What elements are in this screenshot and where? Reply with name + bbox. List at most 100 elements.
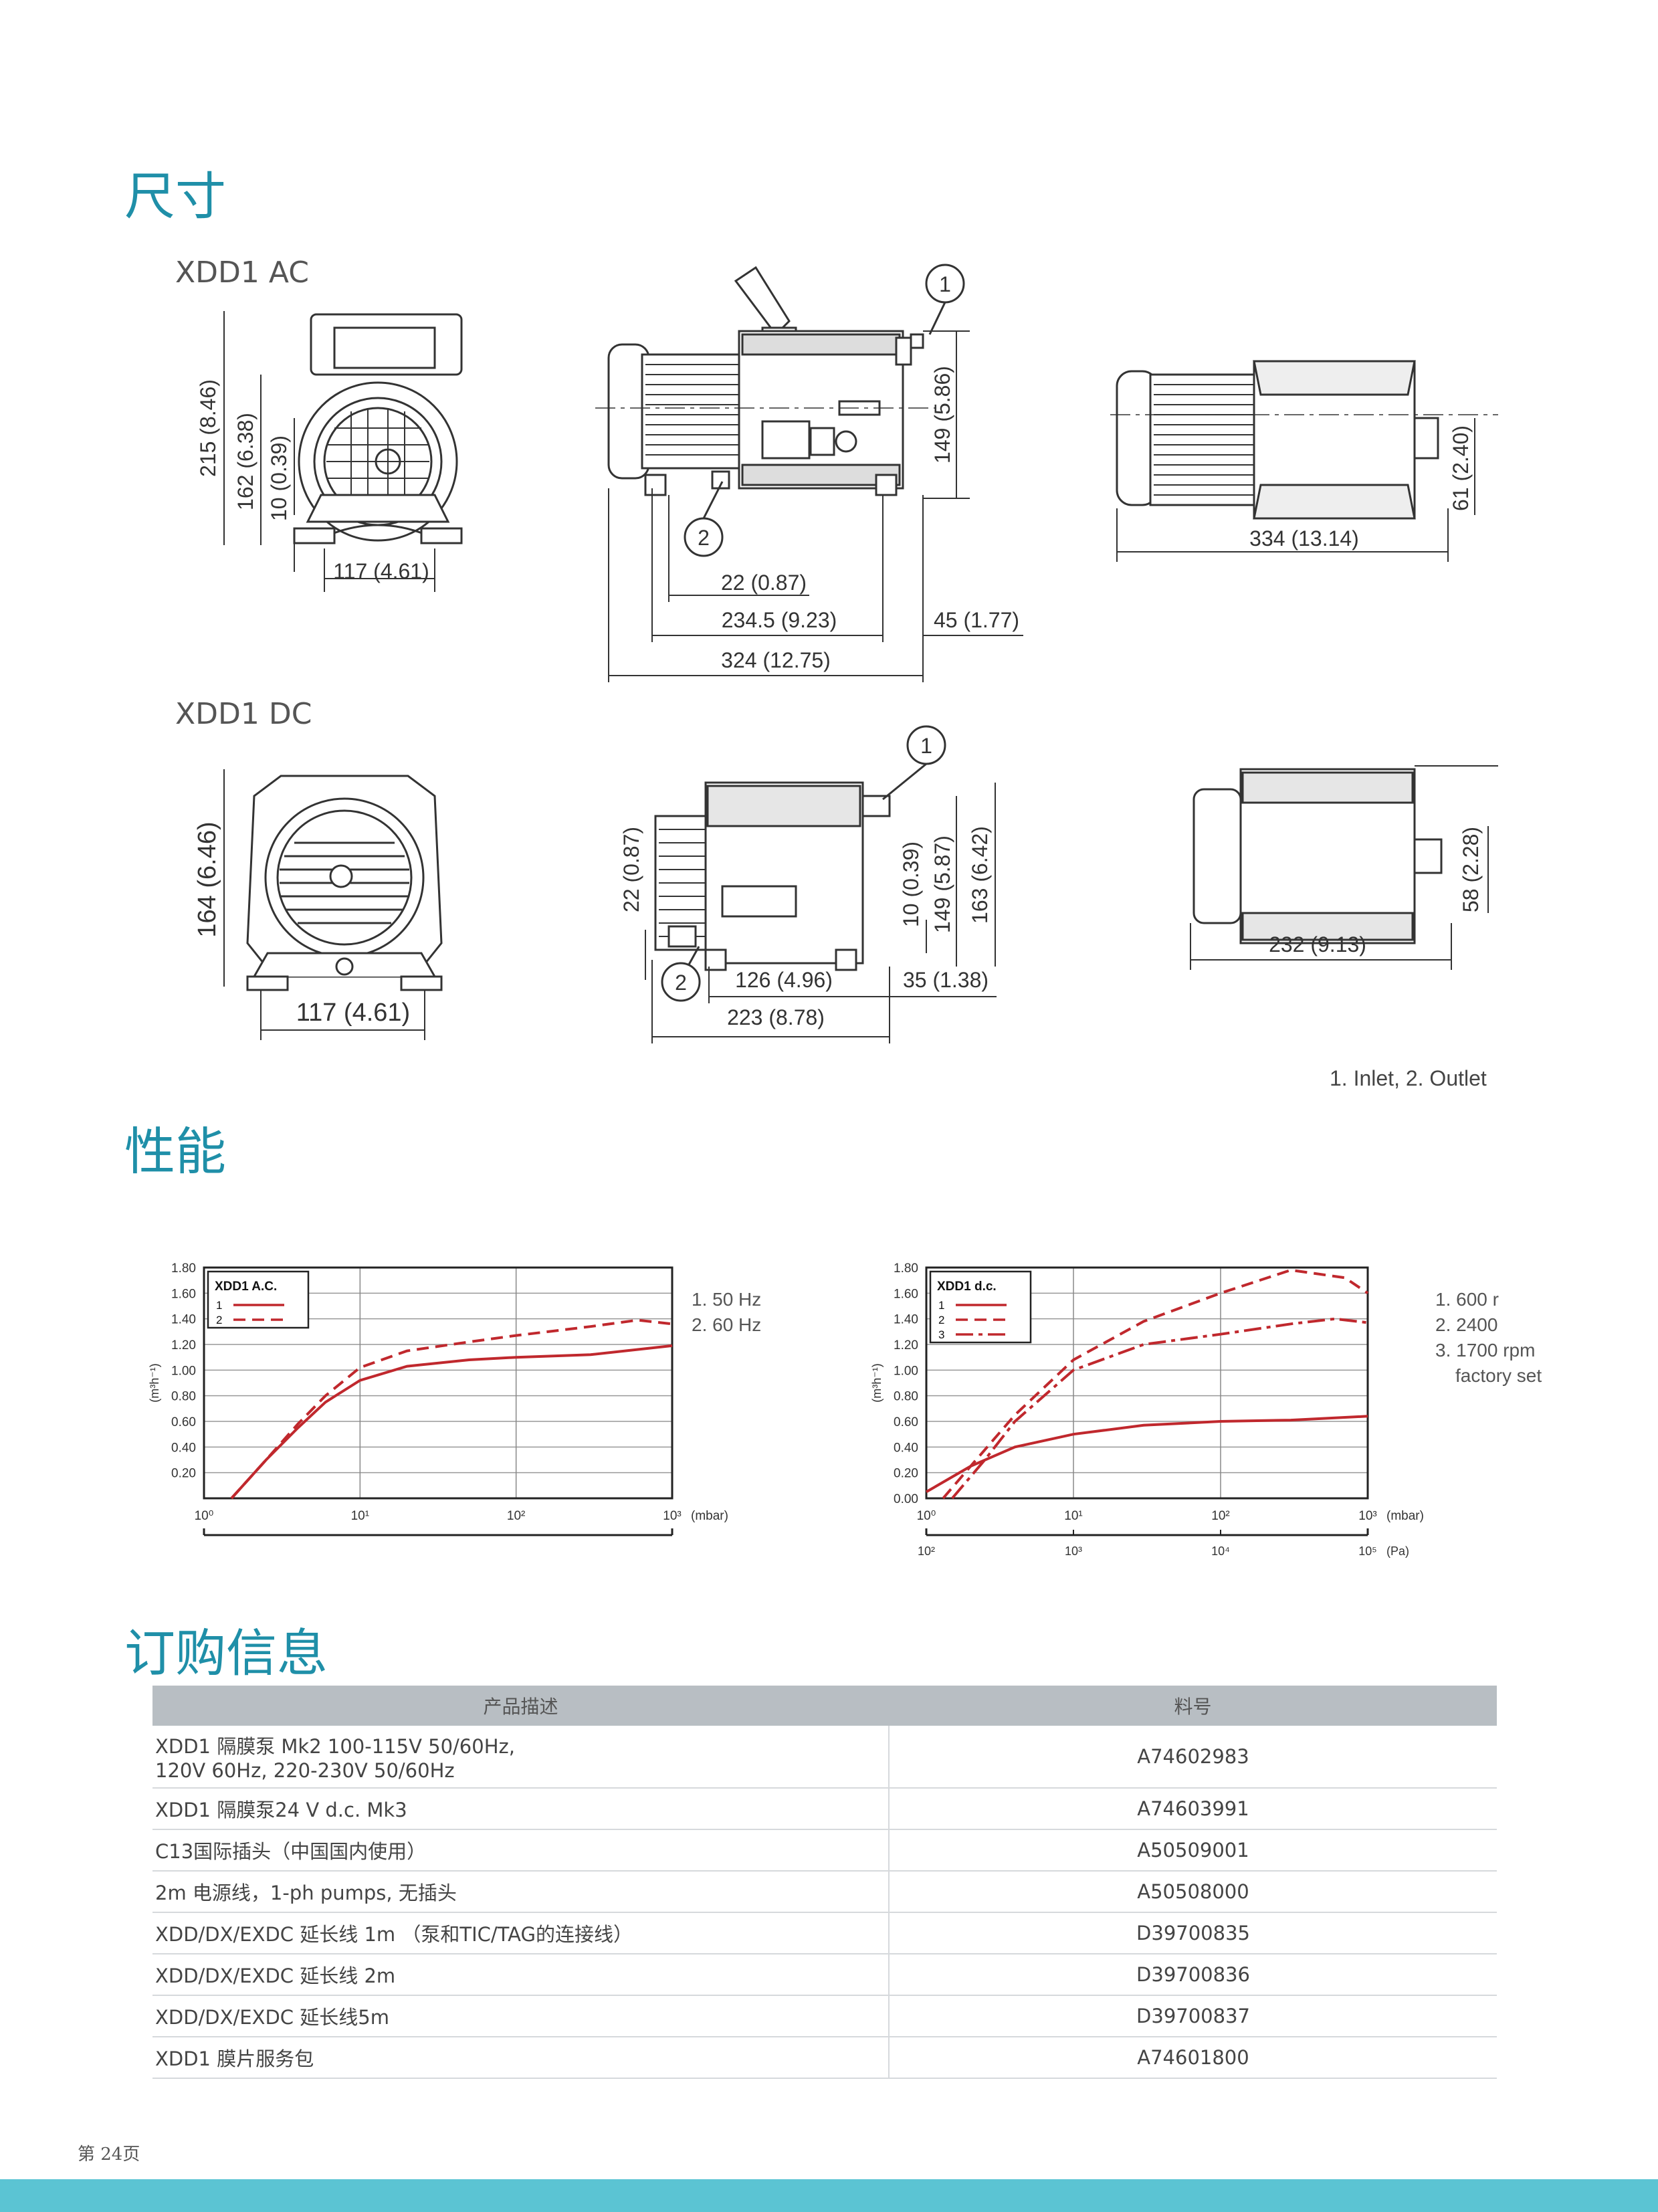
ac-note-2: 2. 60 Hz	[692, 1314, 762, 1335]
row-part-number: D39700837	[889, 1995, 1497, 2037]
plot-frame	[203, 1266, 673, 1500]
row-description: XDD1 膜片服务包	[152, 2037, 890, 2079]
y-tick-label: 1.40	[894, 1313, 918, 1327]
ac-side-d4: 324 (12.75)	[721, 648, 831, 672]
dc-note-3: 3. 1700 rpm	[1435, 1340, 1536, 1361]
secondary-x-tick-label: 10⁵	[1358, 1544, 1376, 1558]
x-tick-label: 10²	[507, 1509, 525, 1523]
ac-top-width: 334 (13.14)	[1249, 526, 1359, 550]
secondary-x-tick-label: 10²	[918, 1544, 935, 1558]
x-axis-label: (mbar)	[1386, 1509, 1424, 1523]
table-row: XDD/DX/EXDC 延长线5m D39700837	[152, 1995, 1497, 2037]
y-tick-label: 1.60	[894, 1287, 918, 1301]
y-tick-label: 0.80	[171, 1390, 196, 1404]
row-description-line: C13国际插头（中国国内使用）	[155, 1840, 427, 1863]
footer-bar	[0, 2179, 1658, 2212]
dc-side-d3: 223 (8.78)	[727, 1005, 825, 1029]
y-tick-label: 0.20	[894, 1467, 918, 1481]
ac-side-inlet-height: 149 (5.86)	[930, 366, 954, 464]
y-tick-label: 1.00	[894, 1364, 918, 1378]
y-tick-label: 1.20	[171, 1338, 196, 1352]
dc-chart-notes: 1. 600 r 2. 2400 3. 1700 rpm factory set	[1435, 1287, 1542, 1389]
ac-front-height-mid: 162 (6.38)	[233, 413, 257, 510]
dc-note-1: 1. 600 r	[1435, 1289, 1499, 1310]
y-tick-label: 1.80	[894, 1262, 918, 1276]
legend-entry-label: 1	[216, 1299, 222, 1312]
ac-side-d2: 234.5 (9.23)	[722, 608, 837, 632]
row-description-line: XDD1 隔膜泵 Mk2 100-115V 50/60Hz,	[155, 1735, 515, 1758]
dc-top-view	[1193, 765, 1498, 944]
dc-side-d1: 126 (4.96)	[735, 968, 833, 992]
row-part-number: D39700835	[889, 1912, 1497, 1954]
series-line-3	[951, 1317, 1368, 1500]
y-tick-label: 1.60	[171, 1287, 196, 1301]
row-description-line: XDD/DX/EXDC 延长线5m	[155, 2006, 389, 2029]
dc-dimension-drawings: 1 2 164 (6.46) 117 (4.61) 22 (0.87) 10 (…	[193, 725, 1498, 1043]
dc-side-d2: 35 (1.38)	[903, 968, 989, 992]
row-description-line: XDD/DX/EXDC 延长线 1m （泵和TIC/TAG的连接线）	[155, 1923, 633, 1946]
table-row: XDD/DX/EXDC 延长线 1m （泵和TIC/TAG的连接线） D39700…	[152, 1912, 1497, 1954]
row-part-number: A74603991	[889, 1788, 1497, 1830]
row-part-number: A50509001	[889, 1829, 1497, 1872]
legend-entry-label: 3	[938, 1328, 944, 1341]
y-tick-label: 0.60	[171, 1415, 196, 1429]
secondary-x-tick-label: 10⁴	[1211, 1544, 1230, 1558]
callout-1-dc-label: 1	[920, 734, 932, 758]
dc-note-2: 2. 2400	[1435, 1314, 1498, 1335]
y-tick-label: 1.00	[171, 1364, 196, 1378]
dc-side-h2: 10 (0.39)	[899, 841, 923, 927]
series-line-1	[230, 1344, 673, 1500]
ac-top-height: 61 (2.40)	[1449, 425, 1473, 511]
row-part-number: A74602983	[889, 1726, 1497, 1789]
x-tick-label: 10⁰	[195, 1509, 214, 1523]
ac-front-width: 117 (4.61)	[333, 559, 429, 583]
x-tick-label: 10⁰	[917, 1509, 936, 1523]
dc-variant-title: XDD1 DC	[175, 697, 312, 731]
y-tick-label: 0.40	[894, 1441, 918, 1455]
ac-top-view	[1110, 360, 1498, 520]
x-tick-label: 10²	[1211, 1509, 1229, 1523]
y-tick-label: 0.40	[171, 1441, 196, 1455]
legend-entry-label: 1	[938, 1299, 944, 1312]
x-tick-label: 10¹	[351, 1509, 369, 1523]
legend-box	[929, 1270, 1032, 1344]
legend-box	[207, 1270, 310, 1329]
ac-front-height-total: 215 (8.46)	[196, 379, 220, 477]
dc-top-h1: 58 (2.28)	[1459, 827, 1483, 912]
y-tick-label: 0.60	[894, 1415, 918, 1429]
y-tick-label: 0.80	[894, 1390, 918, 1404]
row-part-number: A74601800	[889, 2037, 1497, 2079]
legend-title: XDD1 A.C.	[215, 1280, 277, 1294]
y-tick-label: 0.00	[894, 1492, 918, 1506]
secondary-x-tick-label: 10³	[1065, 1544, 1082, 1558]
row-description: XDD/DX/EXDC 延长线5m	[152, 1995, 890, 2037]
ac-front-height-base: 10 (0.39)	[267, 435, 291, 521]
row-description-line: 2m 电源线，1-ph pumps, 无插头	[155, 1882, 457, 1904]
legend-title: XDD1 d.c.	[937, 1280, 997, 1294]
dimensions-title: 尺寸	[124, 167, 226, 226]
ordering-title: 订购信息	[124, 1623, 328, 1683]
chart-dc: 0.00 0.20 0.40 0.60 0.80 1.00 1.20 1.40 1.60 1.80…	[870, 1262, 1424, 1558]
legend-entry-label: 2	[216, 1314, 222, 1326]
row-description: XDD1 隔膜泵 Mk2 100-115V 50/60Hz,120V 60Hz,…	[152, 1726, 890, 1789]
row-description: 2m 电源线，1-ph pumps, 无插头	[152, 1871, 890, 1913]
x-axis-label: (mbar)	[691, 1509, 728, 1523]
y-tick-label: 1.20	[894, 1338, 918, 1352]
row-part-number: D39700836	[889, 1954, 1497, 1996]
y-tick-label: 0.20	[171, 1467, 196, 1481]
ordering-table: 产品描述 料号 XDD1 隔膜泵 Mk2 100-115V 50/60Hz,12…	[152, 1686, 1497, 2079]
row-description-line: 120V 60Hz, 220-230V 50/60Hz	[155, 1759, 455, 1782]
performance-title: 性能	[124, 1122, 226, 1181]
row-description: C13国际插头（中国国内使用）	[152, 1829, 890, 1872]
ac-front-view	[293, 313, 463, 544]
row-description: XDD/DX/EXDC 延长线 1m （泵和TIC/TAG的连接线）	[152, 1912, 890, 1954]
ac-variant-title: XDD1 AC	[175, 256, 309, 290]
dc-side-view	[654, 781, 891, 971]
plot-frame	[925, 1266, 1369, 1500]
secondary-axis-unit: (Pa)	[1386, 1544, 1409, 1558]
callout-2-dc-label: 2	[675, 971, 687, 995]
ac-note-1: 1. 50 Hz	[692, 1289, 762, 1310]
row-description-line: XDD/DX/EXDC 延长线 2m	[155, 1965, 396, 1987]
